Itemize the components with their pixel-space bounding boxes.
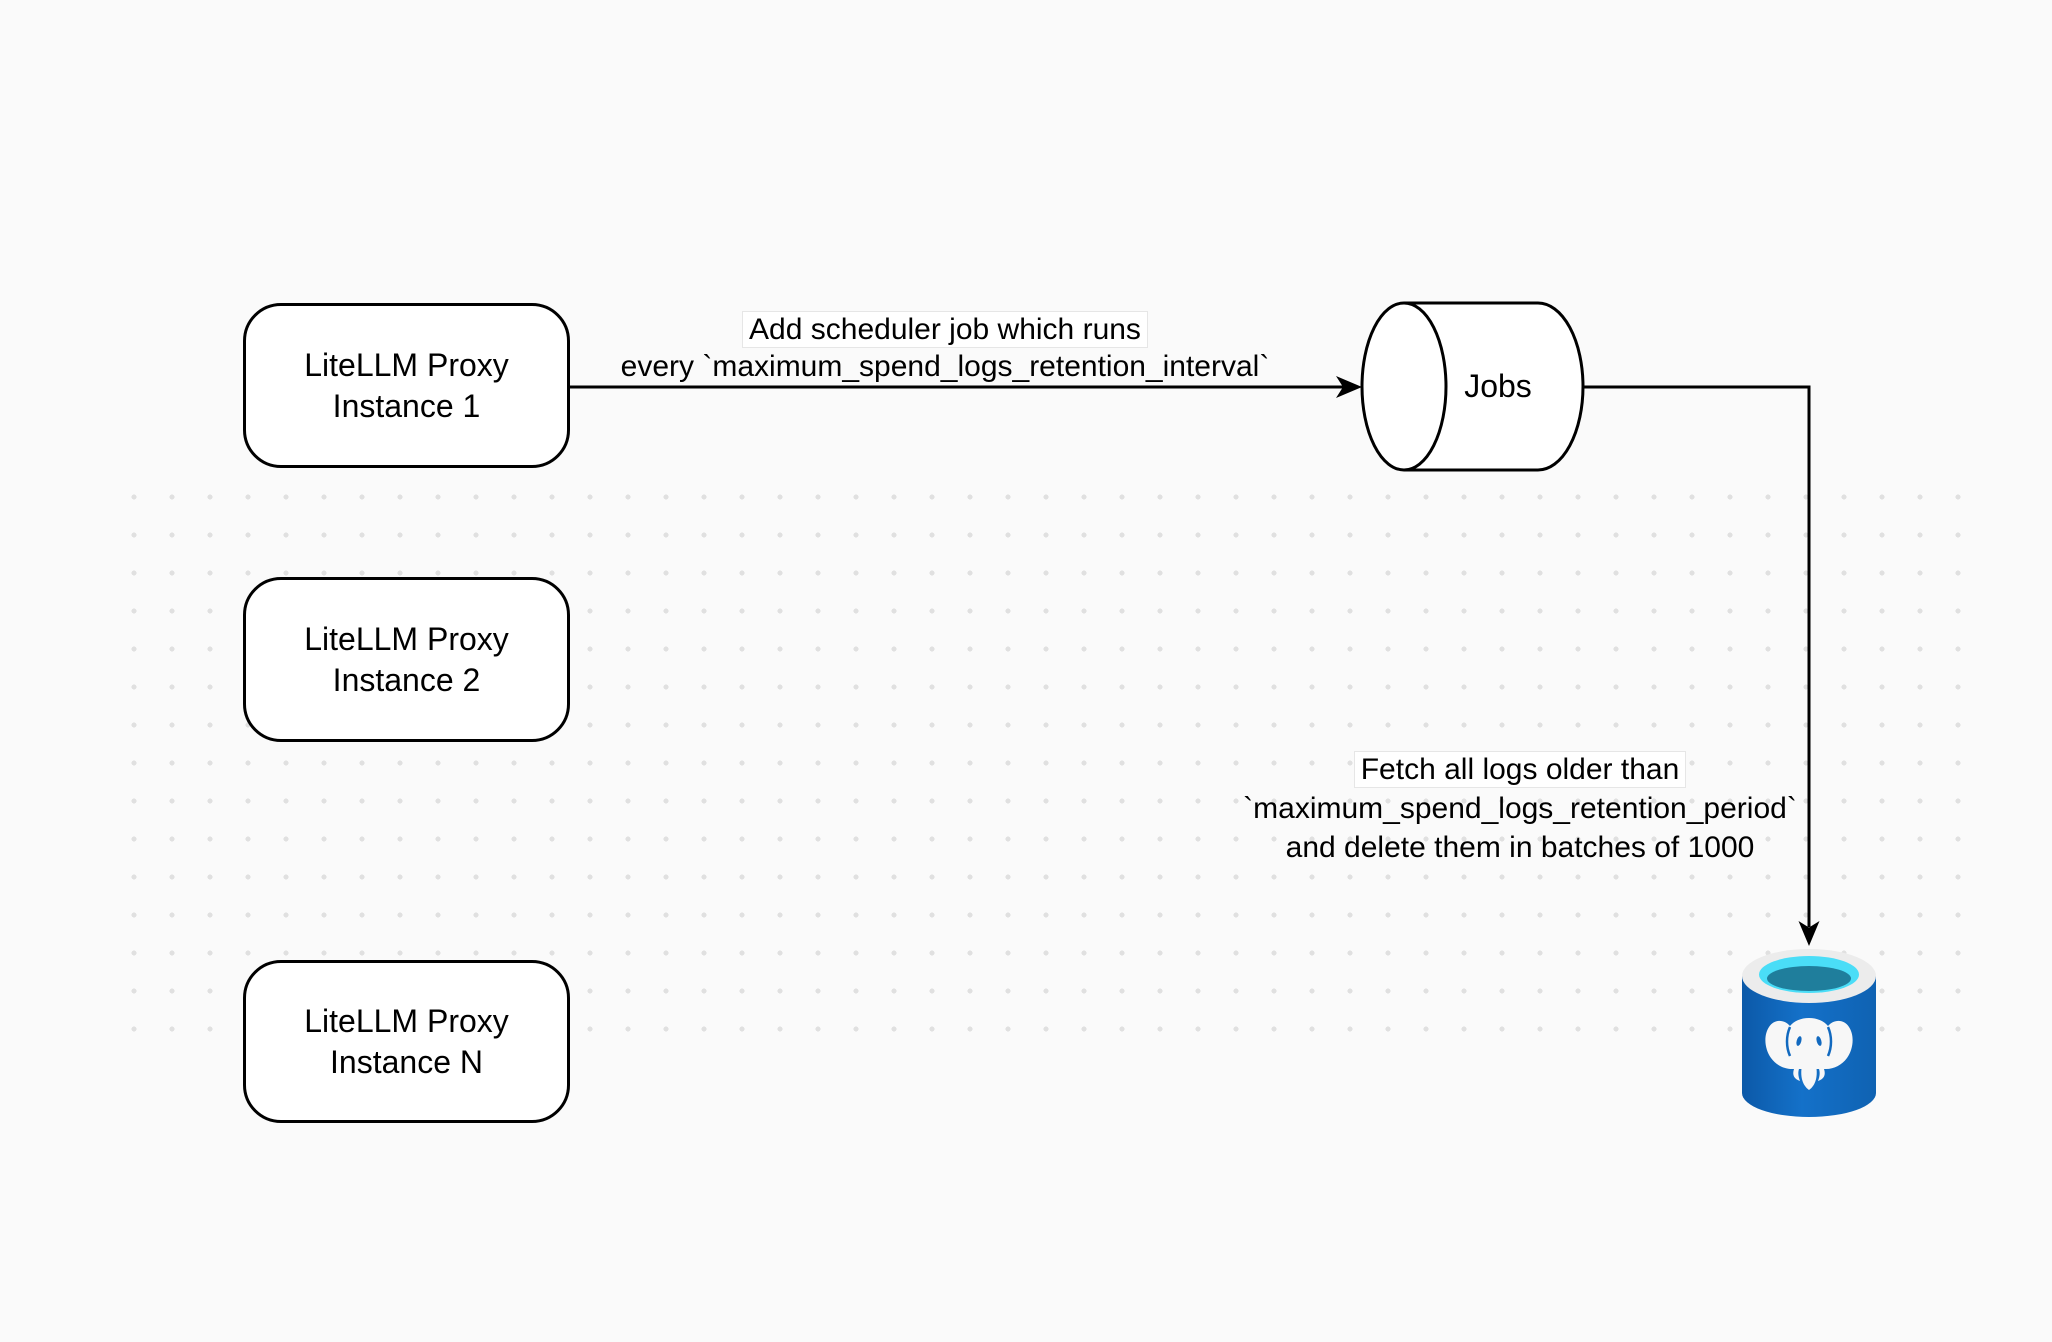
node-label-line: Instance N bbox=[330, 1043, 483, 1080]
edge-label-line: Add scheduler job which runs bbox=[545, 311, 1345, 348]
node-label-line: Instance 1 bbox=[332, 387, 481, 424]
postgres-elephant-icon bbox=[1765, 1018, 1853, 1090]
arrowhead-down-icon bbox=[1798, 921, 1820, 946]
edge-label-line: `maximum_spend_logs_retention_period` bbox=[1243, 792, 1797, 825]
jobs-queue-cylinder bbox=[1360, 301, 1585, 472]
node-litellm-proxy-instance-2: LiteLLM Proxy Instance 2 bbox=[243, 577, 570, 742]
edge-label-add-scheduler: Add scheduler job which runs every `maxi… bbox=[545, 311, 1345, 385]
cylinder-left-face bbox=[1360, 301, 1448, 472]
cylinder-body bbox=[1404, 301, 1585, 472]
node-label-line: LiteLLM Proxy bbox=[304, 346, 509, 383]
postgresql-database-icon bbox=[1742, 949, 1876, 1117]
edge-add-scheduler-arrow bbox=[570, 376, 1362, 398]
jobs-node-label: Jobs bbox=[1464, 368, 1532, 404]
edge-label-line: Fetch all logs older than bbox=[1120, 750, 1920, 789]
edge-label-line: every `maximum_spend_logs_retention_inte… bbox=[620, 350, 1270, 383]
node-litellm-proxy-instance-1: LiteLLM Proxy Instance 1 bbox=[243, 303, 570, 468]
edge-label-fetch-delete: Fetch all logs older than `maximum_spend… bbox=[1120, 750, 1920, 867]
edge-fetch-delete-arrow bbox=[1583, 385, 1820, 946]
node-label-line: Instance 2 bbox=[332, 661, 481, 698]
db-top-liquid bbox=[1767, 966, 1851, 991]
node-litellm-proxy-instance-n: LiteLLM Proxy Instance N bbox=[243, 960, 570, 1123]
node-label-line: LiteLLM Proxy bbox=[304, 1002, 509, 1039]
edge-label-line: and delete them in batches of 1000 bbox=[1285, 831, 1755, 864]
arrowhead-right-icon bbox=[1336, 376, 1362, 398]
node-label-line: LiteLLM Proxy bbox=[304, 620, 509, 657]
